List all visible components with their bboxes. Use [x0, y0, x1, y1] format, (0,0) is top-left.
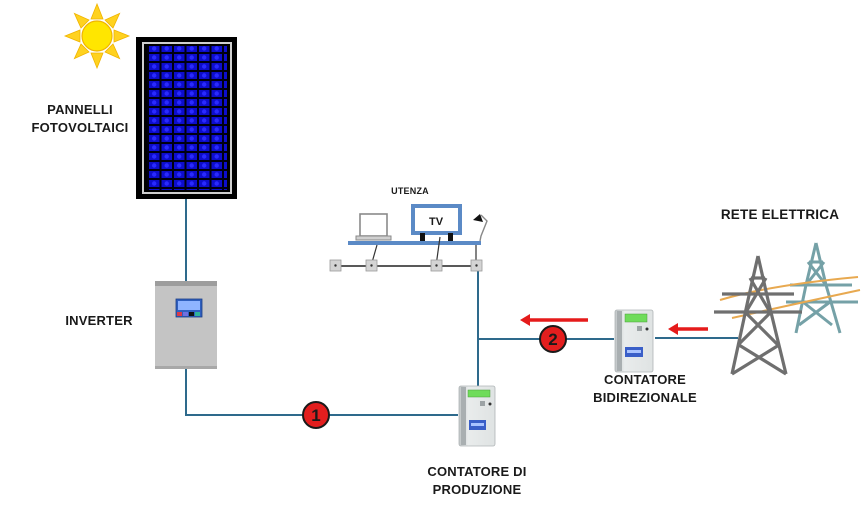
inverter-icon: [155, 281, 217, 369]
bidirectional-meter-icon: [614, 309, 654, 373]
sun-icon: [63, 2, 131, 70]
marker-1-label: 1: [311, 406, 320, 425]
label-production-meter: CONTATORE DI PRODUZIONE: [427, 464, 527, 497]
flow-arrow-grid-to-meter: [668, 323, 708, 335]
flow-arrow-meter-to-utenza: [520, 314, 588, 326]
marker-2-label: 2: [548, 330, 557, 349]
lamp-icon: [473, 214, 488, 242]
tv-icon: [411, 204, 462, 241]
wire-inverter-production-meter: [185, 369, 458, 416]
label-bidirectional-meter: CONTATORE BIDIREZIONALE: [593, 372, 697, 405]
shelf: [348, 241, 481, 245]
tv-label: TV: [429, 216, 444, 228]
utenza-group: [329, 204, 488, 272]
production-meter-icon: [458, 385, 496, 447]
wires: [185, 198, 738, 416]
power-pylon-icon: [714, 242, 861, 376]
label-panels: PANNELLI FOTOVOLTAICI: [31, 102, 129, 135]
laptop-icon: [355, 213, 392, 241]
marker-2: 2: [539, 325, 567, 353]
label-grid: RETE ELETTRICA: [720, 207, 840, 222]
label-inverter: INVERTER: [65, 313, 133, 328]
marker-1: 1: [302, 401, 330, 429]
label-utenza: UTENZA: [391, 186, 429, 196]
solar-panel-icon: [136, 37, 237, 199]
